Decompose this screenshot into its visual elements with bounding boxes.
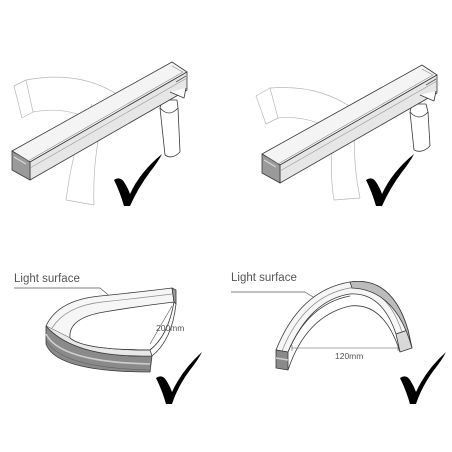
leader-line-1 [14,287,113,299]
light-surface-label-2: Light surface [231,272,297,284]
mount-clip-1 [159,99,181,158]
profile-bar-1 [11,61,188,181]
dimension-line-200 [149,305,173,345]
panel-top-bend [231,281,413,371]
dimension-label-120mm: 120mm [335,351,364,361]
panel-side-bend [14,287,177,373]
light-surface-label-1: Light surface [14,273,80,285]
leader-line-2 [231,291,319,301]
check-mark-icon [400,352,446,404]
arch-side-band [349,281,413,349]
mount-clip-2 [409,103,431,152]
check-mark-icon [156,352,202,404]
panel-twist-bend-1 [11,61,188,206]
check-mark-icon [366,154,414,206]
dimension-label-200mm: 200mm [156,323,185,333]
profile-bar-2 [261,64,438,184]
panel-twist-bend-2 [255,64,438,201]
check-mark-icon [114,154,162,206]
arc-top-surface [45,287,175,339]
